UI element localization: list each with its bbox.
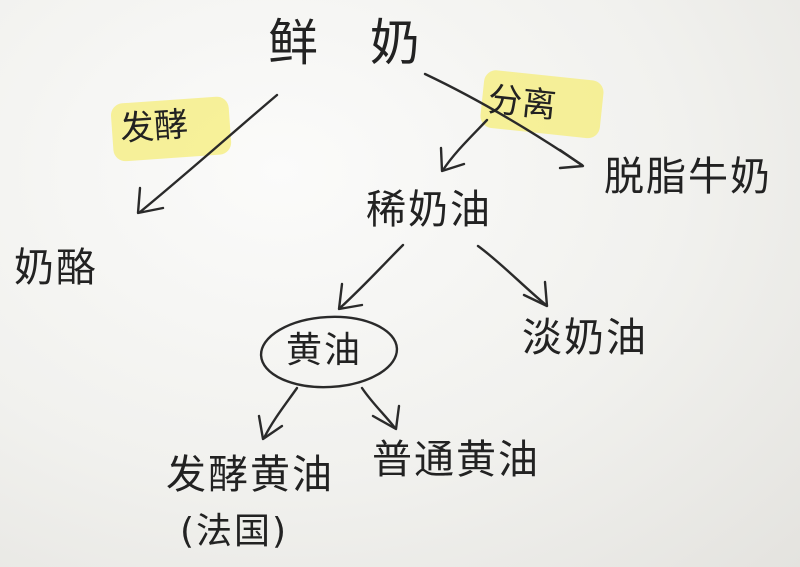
edge-fresh-milk-to-cream [439,118,489,173]
edge-butter-to-cultured-butter [257,386,299,441]
highlight-ferment [110,96,232,162]
edge-fresh-milk-to-skim-milk [423,72,585,170]
edge-label-separate: 分离 [486,79,558,127]
edge-cream-to-light-cream [476,244,549,308]
node-cultured-butter: 发酵黄油 [166,452,334,498]
butter-circle [259,315,399,389]
edge-fresh-milk-to-cheese [136,93,279,215]
edge-cream-to-butter [337,243,405,311]
node-light-cream: 淡奶油 [522,315,648,361]
node-fresh-milk: 鲜 奶 [268,14,438,72]
node-regular-butter: 普通黄油 [372,437,540,483]
node-skim-milk: 脱脂牛奶 [604,154,772,200]
node-cultured-butter-note: (法国) [180,511,289,552]
node-cream: 稀奶油 [366,187,492,233]
edge-butter-to-regular-butter [360,386,401,431]
node-butter: 黄油 [286,330,363,371]
edge-label-ferment: 发酵 [118,104,190,150]
node-cheese: 奶酪 [14,245,98,291]
